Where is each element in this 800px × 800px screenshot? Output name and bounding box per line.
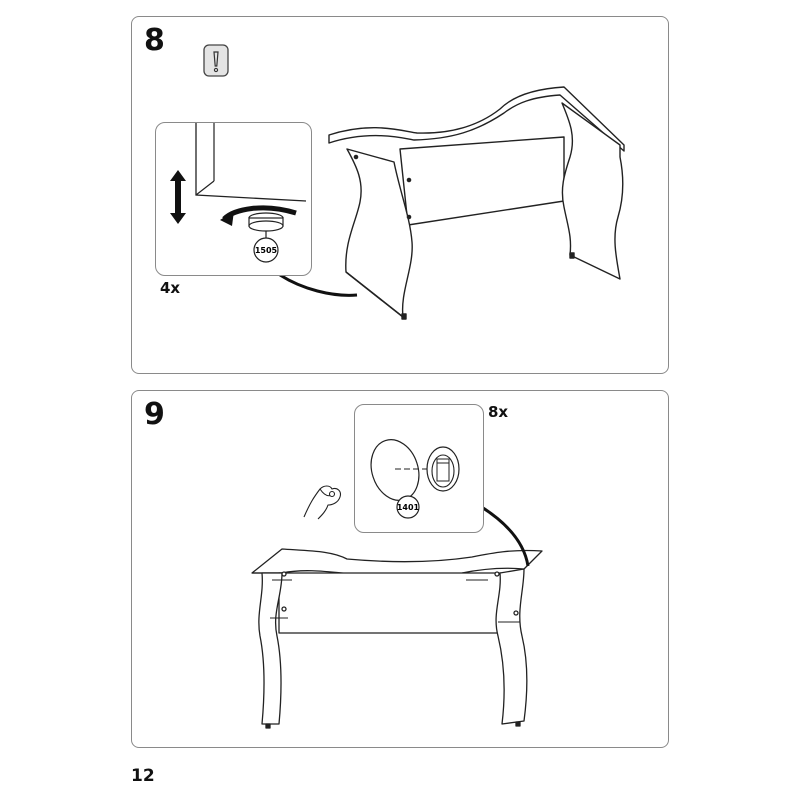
part-label: 1401 [397,503,420,512]
part-label: 1505 [255,246,278,255]
foot-adjust-detail: 1505 [170,123,307,263]
step-number: 9 [144,397,165,432]
part-circle [253,237,279,263]
quantity-label: 8x [488,403,509,421]
step-8-illustration [203,44,625,320]
exclamation-icon [203,44,229,77]
foot-adjust-inset: 1505 [155,122,312,276]
up-down-arrow-icon [170,170,186,224]
part-circle [396,495,420,519]
rotate-arrow-icon [220,205,297,226]
quantity-label: 4x [160,279,181,297]
step-9-illustration [251,485,543,729]
hand-icon [303,485,341,520]
cap-insert-detail: 1401 [370,439,460,519]
cap-insert-inset: 1401 [354,404,484,533]
desk-drawing [328,86,625,320]
step-number: 8 [144,23,165,58]
step-8-panel: 8 [131,16,669,374]
page-number: 12 [131,766,155,786]
desk-drawing [251,548,543,729]
step-9-panel: 9 8x [131,390,669,748]
